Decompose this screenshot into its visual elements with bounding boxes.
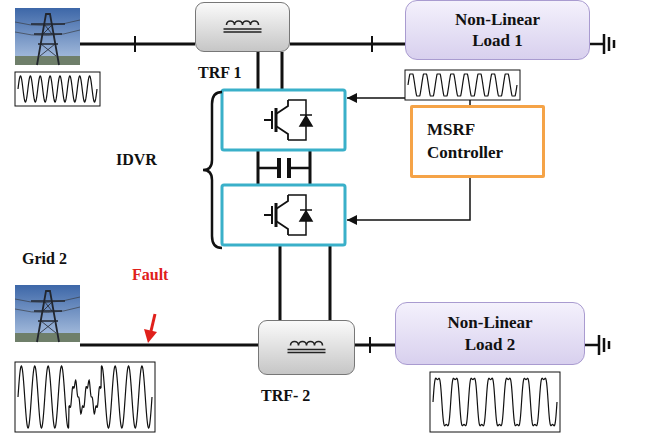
waveform (18, 366, 152, 428)
waveform-frame (15, 72, 100, 106)
waveform-box (405, 70, 520, 100)
dc-link-rail (258, 150, 310, 185)
ground (15, 333, 80, 342)
controller-box: MSRF Controller (410, 105, 545, 178)
line-tick (134, 36, 136, 52)
ground-wire (590, 43, 604, 46)
transformer-box: TRF- 2 (258, 320, 355, 375)
transformer-symbol (259, 321, 354, 374)
waveform-box (15, 362, 155, 432)
node-text: Non-Linear Load 1 (442, 9, 554, 52)
igbt-leads (276, 195, 288, 235)
igbt-base (275, 108, 278, 132)
group-label: IDVR (116, 151, 157, 169)
power-line (355, 344, 395, 347)
igbt-gate (264, 206, 272, 224)
converter-outline (222, 185, 345, 245)
waveform-frame (15, 362, 155, 432)
dc-link-wire (258, 167, 310, 170)
node-text: MSRF Controller (427, 119, 527, 163)
igbt-gate (264, 111, 272, 129)
sky (15, 8, 80, 65)
fault-arrow (151, 314, 155, 331)
grid-photo (15, 8, 80, 65)
tower-lattice (40, 24, 56, 56)
converter-outline (222, 90, 345, 150)
waveforms (15, 70, 560, 432)
fault-label: Fault (132, 266, 168, 284)
node-text: TRF- 2 (261, 387, 310, 405)
core (288, 350, 326, 353)
grid-label: Grid 2 (22, 250, 67, 268)
grid-photo (15, 285, 80, 342)
diode-symbol (300, 210, 312, 221)
waveform-box (15, 72, 100, 106)
transformer-box: TRF 1 (195, 2, 290, 52)
coil (291, 342, 323, 346)
coil (227, 21, 259, 25)
waveform (18, 76, 97, 102)
waveform-frame (430, 372, 560, 432)
capacitor-symbol (279, 158, 289, 178)
node-text: Non-Linear Load 2 (434, 312, 546, 355)
tower-lattice (40, 301, 56, 333)
ground-symbol (604, 34, 614, 54)
tower (37, 14, 59, 65)
diode-symbol (300, 115, 312, 126)
converter-wire (280, 245, 330, 320)
igbt-leads (276, 100, 288, 140)
fault-arrowhead (144, 329, 157, 343)
supply-line (80, 344, 258, 347)
converter-box (222, 90, 345, 150)
load-box: Non-Linear Load 1 (405, 0, 590, 60)
converter-wire (258, 52, 282, 90)
ground-wire (585, 344, 599, 347)
ground-symbol (599, 335, 609, 355)
converter-box (222, 185, 345, 245)
control-signal (347, 178, 470, 220)
tower-arm (31, 301, 65, 321)
node-text: TRF 1 (198, 64, 241, 82)
group-brace (203, 92, 222, 248)
tower-arm (31, 24, 65, 44)
power-line (290, 43, 405, 46)
transformer-symbol (196, 3, 289, 51)
supply-line (80, 43, 195, 46)
tower (37, 291, 59, 342)
waveform (433, 378, 557, 425)
waveform-frame (405, 70, 520, 100)
core (224, 29, 262, 32)
sky (15, 285, 80, 342)
load-box: Non-Linear Load 2 (395, 302, 585, 365)
waveform (408, 74, 517, 96)
igbt-base (275, 203, 278, 227)
waveform-box (430, 372, 560, 432)
ground (15, 56, 80, 65)
